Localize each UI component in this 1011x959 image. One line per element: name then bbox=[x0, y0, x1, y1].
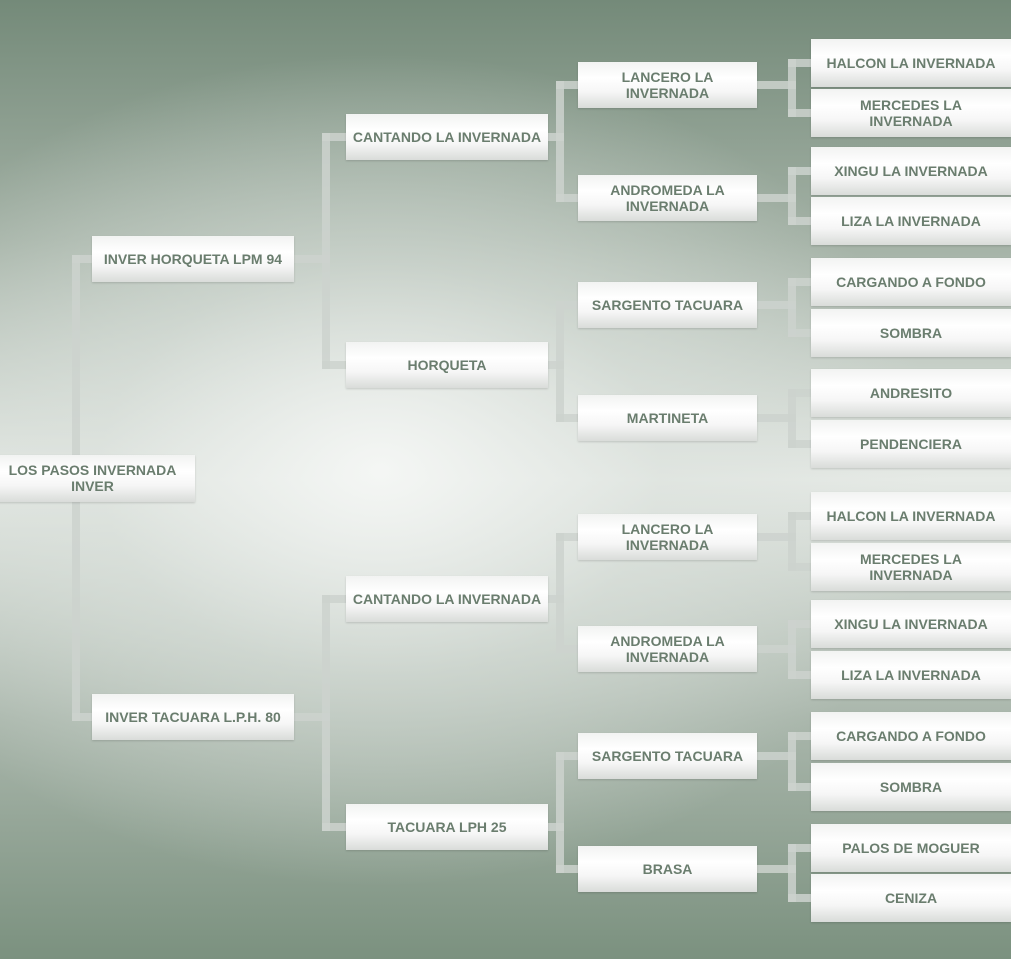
connector-line bbox=[788, 732, 811, 740]
pedigree-node-gen1: INVER TACUARA L.P.H. 80 bbox=[92, 694, 294, 740]
pedigree-node-gen2: CANTANDO LA INVERNADA bbox=[346, 576, 548, 622]
pedigree-node-gen4: MERCEDES LA INVERNADA bbox=[811, 89, 1011, 137]
connector-line bbox=[757, 414, 796, 422]
pedigree-node-gen3: BRASA bbox=[578, 846, 757, 892]
connector-line bbox=[322, 595, 346, 603]
pedigree-node-gen3: ANDROMEDA LA INVERNADA bbox=[578, 626, 757, 672]
connector-line bbox=[788, 59, 811, 67]
pedigree-node-gen4: XINGU LA INVERNADA bbox=[811, 147, 1011, 195]
pedigree-node-gen4: LIZA LA INVERNADA bbox=[811, 197, 1011, 245]
connector-line bbox=[322, 361, 346, 369]
pedigree-node-gen3: SARGENTO TACUARA bbox=[578, 733, 757, 779]
pedigree-node-gen4: SOMBRA bbox=[811, 309, 1011, 357]
connector-line bbox=[788, 844, 811, 852]
connector-line bbox=[788, 329, 811, 337]
connector-line bbox=[757, 194, 796, 202]
connector-line bbox=[788, 512, 811, 520]
connector-line bbox=[788, 563, 811, 571]
pedigree-node-gen2: TACUARA LPH 25 bbox=[346, 804, 548, 850]
pedigree-node-gen3: MARTINETA bbox=[578, 395, 757, 441]
connector-line bbox=[294, 255, 330, 263]
pedigree-node-gen4: PALOS DE MOGUER bbox=[811, 824, 1011, 872]
connector-line bbox=[788, 620, 811, 628]
pedigree-node-gen4: SOMBRA bbox=[811, 763, 1011, 811]
connector-line bbox=[788, 278, 811, 286]
connector-line bbox=[788, 389, 796, 448]
connector-line bbox=[556, 81, 578, 89]
connector-line bbox=[788, 109, 811, 117]
connector-line bbox=[556, 865, 578, 873]
connector-line bbox=[788, 167, 796, 225]
pedigree-node-gen4: CARGANDO A FONDO bbox=[811, 258, 1011, 306]
connector-line bbox=[788, 59, 796, 117]
connector-line bbox=[788, 671, 811, 679]
connector-line bbox=[788, 844, 796, 902]
pedigree-node-gen4: LIZA LA INVERNADA bbox=[811, 651, 1011, 699]
pedigree-node-gen3: LANCERO LA INVERNADA bbox=[578, 62, 757, 108]
connector-line bbox=[788, 894, 811, 902]
pedigree-node-gen4: CARGANDO A FONDO bbox=[811, 712, 1011, 760]
connector-line bbox=[757, 645, 796, 653]
connector-line bbox=[322, 133, 330, 369]
connector-line bbox=[556, 752, 564, 873]
connector-line bbox=[556, 645, 578, 653]
connector-line bbox=[556, 301, 578, 309]
pedigree-node-gen4: CENIZA bbox=[811, 874, 1011, 922]
connector-line bbox=[556, 414, 578, 422]
connector-line bbox=[788, 217, 811, 225]
pedigree-node-gen4: HALCON LA INVERNADA bbox=[811, 492, 1011, 540]
pedigree-node-gen1: INVER HORQUETA LPM 94 bbox=[92, 236, 294, 282]
connector-line bbox=[294, 713, 330, 721]
connector-line bbox=[72, 255, 92, 263]
connector-line bbox=[788, 783, 811, 791]
connector-line bbox=[322, 595, 330, 831]
pedigree-node-gen4: MERCEDES LA INVERNADA bbox=[811, 543, 1011, 591]
connector-line bbox=[788, 167, 811, 175]
connector-line bbox=[556, 301, 564, 422]
connector-line bbox=[322, 823, 346, 831]
connector-line bbox=[72, 713, 92, 721]
pedigree-node-gen3: LANCERO LA INVERNADA bbox=[578, 514, 757, 560]
connector-line bbox=[322, 133, 346, 141]
pedigree-node-gen4: PENDENCIERA bbox=[811, 420, 1011, 468]
connector-line bbox=[788, 620, 796, 679]
connector-line bbox=[788, 278, 796, 337]
connector-line bbox=[556, 752, 578, 760]
connector-line bbox=[757, 301, 796, 309]
pedigree-node-gen4: ANDRESITO bbox=[811, 369, 1011, 417]
connector-line bbox=[556, 194, 578, 202]
connector-line bbox=[788, 440, 811, 448]
connector-line bbox=[757, 865, 796, 873]
pedigree-node-gen3: SARGENTO TACUARA bbox=[578, 282, 757, 328]
connector-line bbox=[757, 752, 796, 760]
pedigree-node-gen2: CANTANDO LA INVERNADA bbox=[346, 114, 548, 160]
connector-line bbox=[556, 81, 564, 202]
pedigree-node-gen4: XINGU LA INVERNADA bbox=[811, 600, 1011, 648]
connector-line bbox=[556, 533, 564, 653]
pedigree-node-gen4: HALCON LA INVERNADA bbox=[811, 39, 1011, 87]
connector-line bbox=[788, 389, 811, 397]
pedigree-node-gen2: HORQUETA bbox=[346, 342, 548, 388]
connector-line bbox=[556, 533, 578, 541]
connector-line bbox=[788, 732, 796, 791]
connector-line bbox=[757, 81, 796, 89]
connector-line bbox=[788, 512, 796, 571]
pedigree-node-gen3: ANDROMEDA LA INVERNADA bbox=[578, 175, 757, 221]
pedigree-node-gen0: LOS PASOS INVERNADA INVER bbox=[0, 454, 195, 502]
connector-line bbox=[757, 533, 796, 541]
